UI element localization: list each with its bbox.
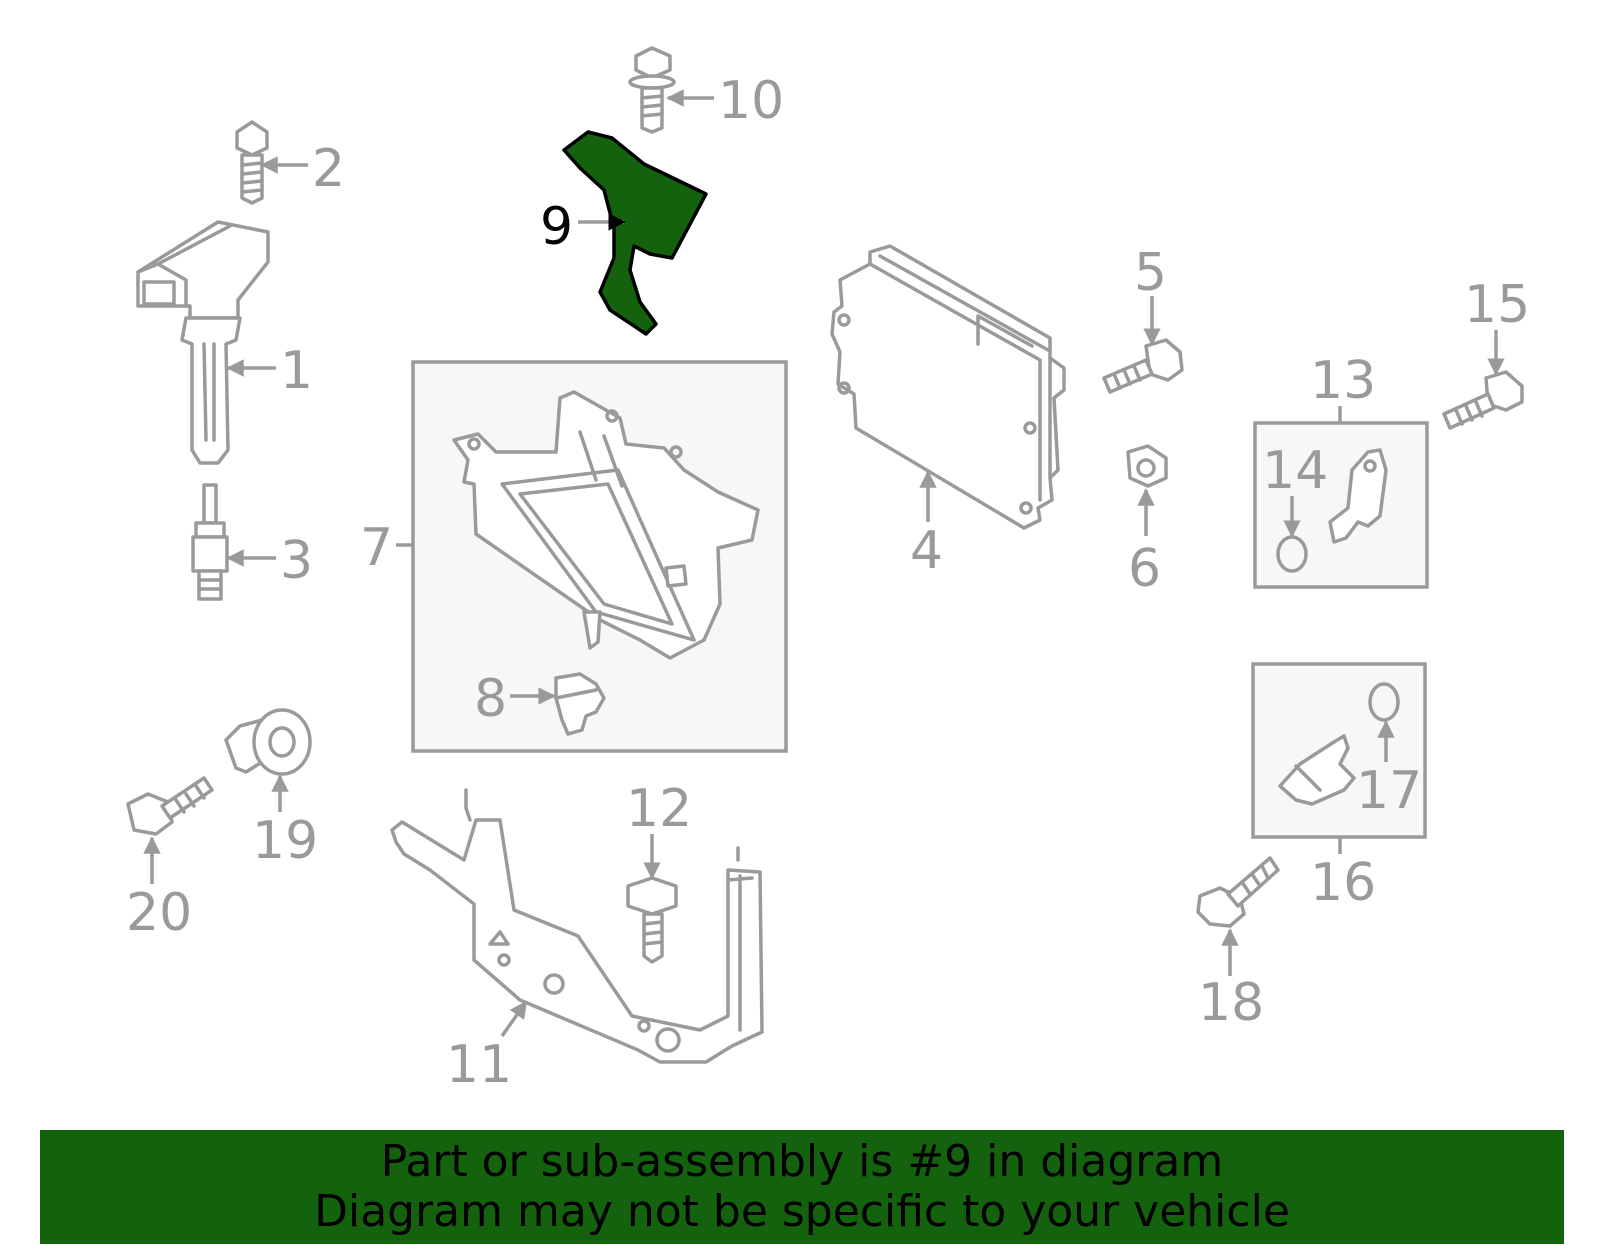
callout-15: 15 xyxy=(1464,275,1530,335)
callout-13: 13 xyxy=(1310,351,1376,411)
callout-3: 3 xyxy=(280,531,313,591)
part-20-bolt[interactable] xyxy=(126,776,214,836)
part-7-bracket[interactable] xyxy=(452,390,760,660)
part-6-nut[interactable] xyxy=(1126,444,1168,488)
callout-10: 10 xyxy=(718,71,784,131)
callout-labels: 1 2 3 4 5 6 7 8 9 10 11 12 13 14 15 16 1… xyxy=(126,71,1530,1095)
callout-5: 5 xyxy=(1134,243,1167,303)
part-15-bolt[interactable] xyxy=(1442,370,1524,430)
part-2-bolt[interactable] xyxy=(235,120,269,205)
banner-line-1: Part or sub-assembly is #9 in diagram xyxy=(380,1136,1224,1187)
callout-7: 7 xyxy=(360,518,393,578)
part-3-spark-plug[interactable] xyxy=(191,483,229,601)
banner-line-2: Diagram may not be specific to your vehi… xyxy=(314,1186,1290,1237)
callout-14: 14 xyxy=(1262,441,1328,501)
callout-9: 9 xyxy=(540,197,573,257)
part-8-clip[interactable] xyxy=(554,672,606,736)
callout-18: 18 xyxy=(1198,973,1264,1033)
callout-11: 11 xyxy=(446,1035,512,1095)
callout-1: 1 xyxy=(280,341,313,401)
assembly-box-13 xyxy=(1253,421,1429,589)
callout-8: 8 xyxy=(474,669,507,729)
part-17-o-ring[interactable] xyxy=(1368,682,1400,722)
info-banner: Part or sub-assembly is #9 in diagram Di… xyxy=(40,1130,1564,1244)
leader-arrows xyxy=(143,89,1505,1038)
part-13-sensor[interactable] xyxy=(1328,448,1388,544)
part-16-sensor[interactable] xyxy=(1278,734,1356,806)
callout-2: 2 xyxy=(312,139,345,199)
part-11-lower-bracket[interactable] xyxy=(390,788,764,1064)
part-1-ignition-coil[interactable] xyxy=(136,220,270,465)
part-18-bolt[interactable] xyxy=(1196,856,1280,928)
callout-12: 12 xyxy=(626,779,692,839)
part-4-ecu[interactable] xyxy=(830,244,1066,530)
callout-17: 17 xyxy=(1356,761,1422,821)
callout-19: 19 xyxy=(252,811,318,871)
part-10-bolt[interactable] xyxy=(628,46,676,134)
part-19-knock-sensor[interactable] xyxy=(224,708,312,776)
callout-20: 20 xyxy=(126,883,192,943)
callout-16: 16 xyxy=(1310,853,1376,913)
callout-6: 6 xyxy=(1128,539,1161,599)
arrow-11 xyxy=(500,1000,528,1038)
part-12-bolt[interactable] xyxy=(626,876,678,964)
part-9-bracket-highlighted[interactable] xyxy=(562,130,708,336)
part-5-bolt[interactable] xyxy=(1102,338,1184,394)
callout-4: 4 xyxy=(910,521,943,581)
